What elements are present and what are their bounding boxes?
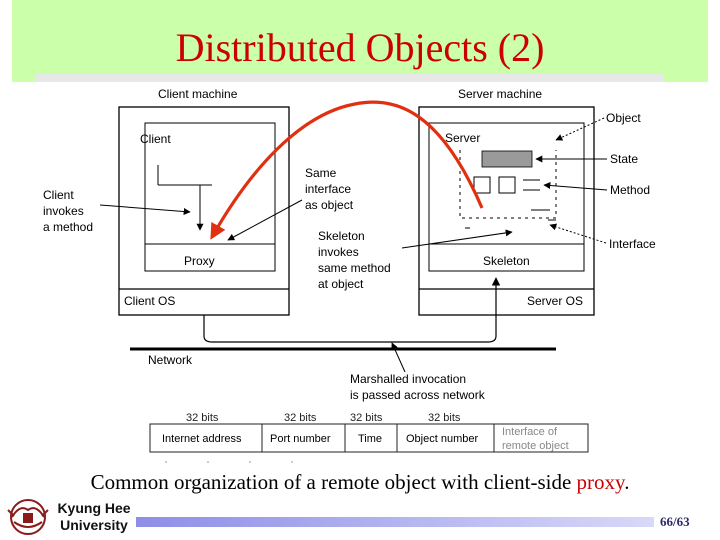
footer-bar — [136, 517, 654, 527]
skeleton-invokes-pointer — [401, 229, 513, 249]
client-invokes-label: Client invokes a method — [43, 188, 93, 234]
network-path — [203, 277, 501, 343]
object-pointer — [555, 117, 605, 141]
slide-caption: Common organization of a remote object w… — [90, 470, 630, 494]
page-number: 66/63 — [660, 514, 690, 529]
field-port-number: Port number — [270, 433, 331, 445]
bits-label-2: 32 bits — [284, 412, 317, 424]
slide-title: Distributed Objects (2) — [175, 25, 545, 70]
client-os-label: Client OS — [124, 294, 175, 308]
method-block — [473, 176, 491, 194]
remote-invocation-arc — [210, 100, 484, 240]
method-label: Method — [610, 183, 650, 197]
server-machine-box — [418, 106, 595, 316]
server-os-label: Server OS — [527, 294, 583, 308]
server-machine-label: Server machine — [458, 87, 542, 101]
same-interface-label: Same interface as object — [305, 166, 354, 212]
same-interface-pointer — [227, 199, 303, 241]
client-machine-label: Client machine — [158, 87, 238, 101]
client-label: Client — [140, 132, 171, 146]
field-time: Time — [358, 433, 382, 445]
bits-label-3: 32 bits — [350, 412, 383, 424]
university-name: Kyung Hee University — [57, 500, 131, 533]
field-interface-of-remote-object: Interface of remote object — [502, 426, 569, 452]
message-format-box — [149, 423, 589, 453]
server-box — [428, 122, 585, 272]
title-underline-strip — [36, 74, 664, 82]
title-background — [12, 0, 708, 82]
marshalled-label: Marshalled invocation is passed across n… — [350, 372, 486, 402]
client-invokes-pointer — [99, 204, 191, 216]
state-block — [481, 150, 533, 168]
interface-pointer — [549, 223, 607, 244]
state-label: State — [610, 152, 638, 166]
network-label: Network — [148, 353, 193, 367]
object-boundary — [459, 150, 557, 219]
university-emblem-icon — [7, 499, 49, 535]
interface-label: Interface — [609, 237, 656, 251]
method-pointer — [543, 182, 608, 191]
bits-label-1: 32 bits — [186, 412, 219, 424]
field-internet-address: Internet address — [162, 433, 242, 445]
marshalled-pointer — [391, 342, 406, 373]
server-label: Server — [445, 131, 480, 145]
skeleton-invokes-label: Skeleton invokes same method at object — [318, 229, 394, 291]
field-object-number: Object number — [406, 433, 478, 445]
skeleton-label: Skeleton — [483, 254, 530, 268]
object-label: Object — [606, 111, 641, 125]
method-block — [498, 176, 516, 194]
bits-label-4: 32 bits — [428, 412, 461, 424]
proxy-label: Proxy — [184, 254, 215, 268]
proxy-box — [144, 243, 276, 272]
